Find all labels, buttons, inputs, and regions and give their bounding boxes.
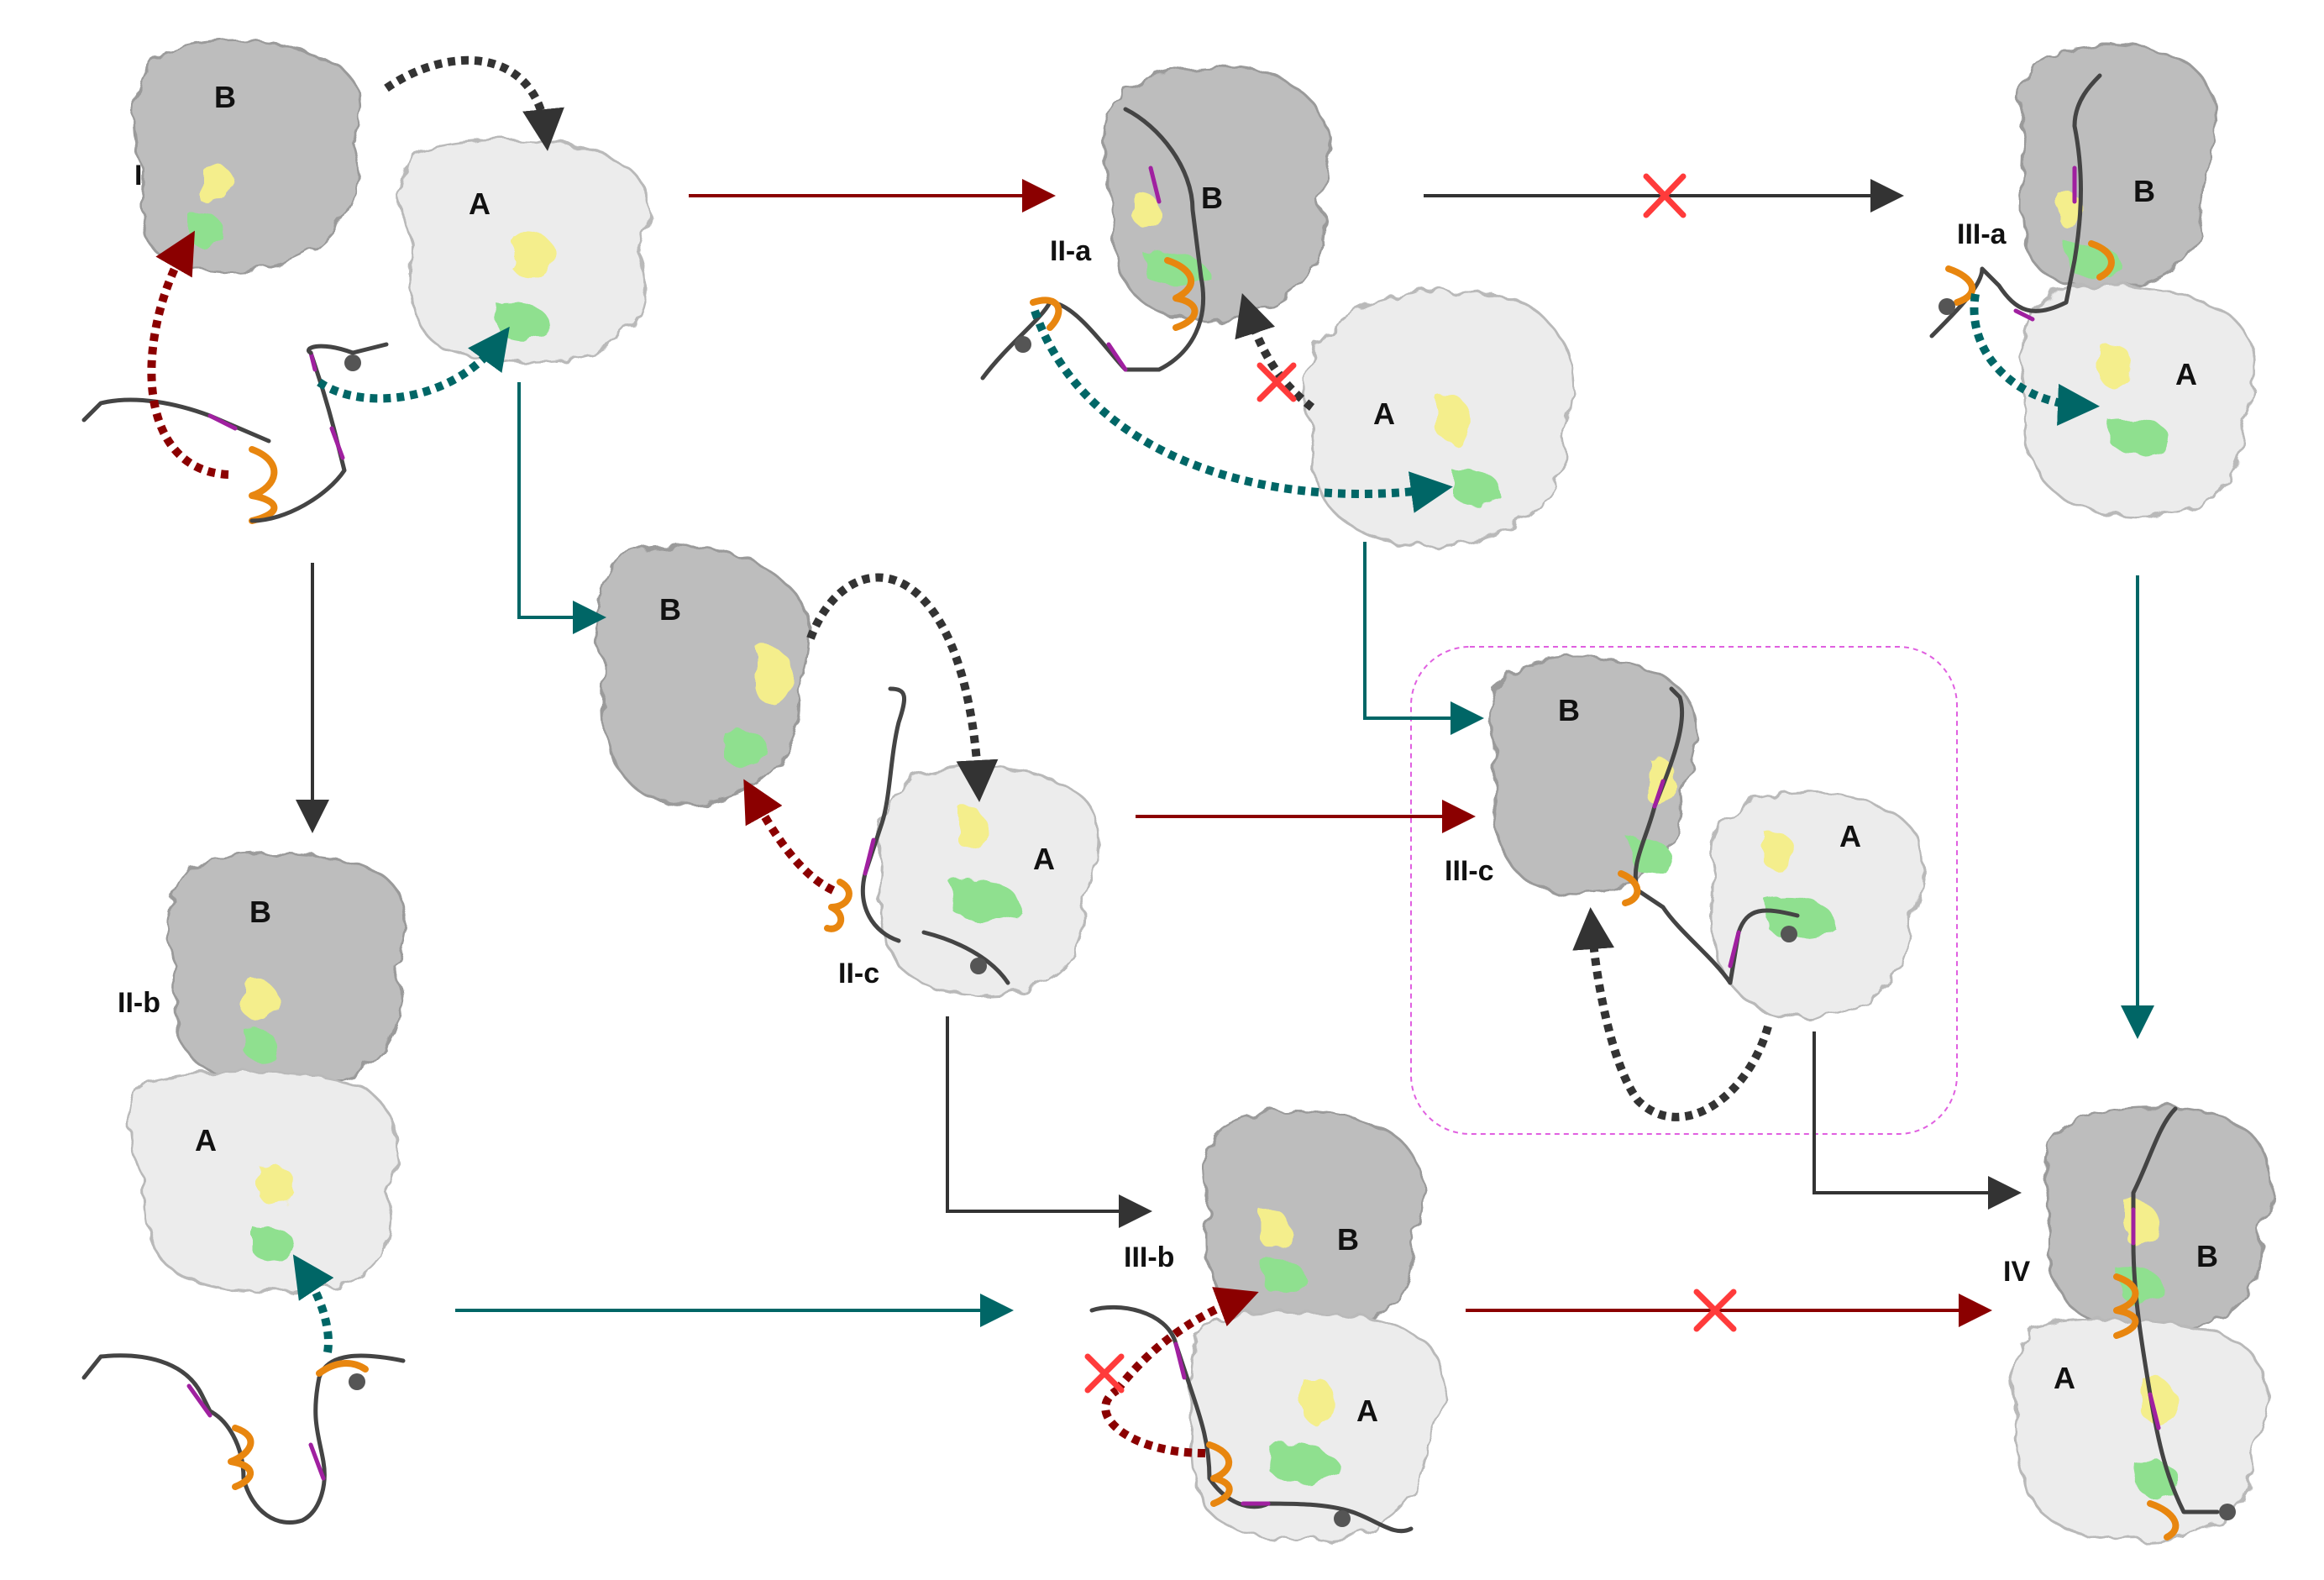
dotted-arrow-I-tail-to-A <box>317 326 510 403</box>
highlight-box <box>1410 646 1958 1135</box>
dotted-arrow-IIIb-loop <box>1101 1386 1206 1457</box>
subunit-label-A: A <box>1033 842 1055 876</box>
dotted-arrow-I-helix-to-B <box>147 230 229 479</box>
subunit-label-B: B <box>1558 693 1580 727</box>
dotted-arrow-IIIc-A-to-B <box>1572 907 1772 1121</box>
subunit-label-A: A <box>1373 396 1395 431</box>
subunit-label-A: A <box>1839 819 1861 853</box>
dotted-arrow-IIc-helix-to-B <box>743 779 836 895</box>
stage-I-peptide-chain <box>81 342 389 524</box>
stage-label-IIc: II-c <box>838 958 879 989</box>
dotted-arrow-IIb-tail-to-A <box>292 1254 334 1353</box>
blocked-x-icon <box>1643 173 1687 218</box>
stage-label-IIIc: III-c <box>1445 855 1494 887</box>
stage-I-subunit-A <box>398 138 650 364</box>
subunit-label-A: A <box>2054 1361 2075 1395</box>
dotted-arrow-IIIa-tail-to-A <box>1970 293 2100 426</box>
subunit-label-A: A <box>1356 1394 1378 1428</box>
stage-label-IIb: II-b <box>118 987 160 1019</box>
stage-I-subunit-B <box>132 39 363 274</box>
stage-IIIb-subunit-B <box>1203 1110 1424 1332</box>
stage-IIb-subunit-A <box>129 1070 399 1294</box>
dotted-arrow-IIc-B-to-A <box>806 573 999 802</box>
subunit-label-B: B <box>2196 1239 2218 1273</box>
blocked-x-icon <box>1256 362 1297 402</box>
stage-IV-subunit-A <box>2011 1317 2269 1542</box>
subunit-label-B: B <box>249 895 271 929</box>
subunit-label-B: B <box>1337 1222 1359 1257</box>
stage-label-I: I <box>134 160 142 192</box>
subunit-label-B: B <box>1201 181 1223 215</box>
stage-IIIa-subunit-B <box>2017 43 2218 291</box>
stage-IIIc-subunit-A <box>1708 790 1924 1021</box>
arrow-IIIc-to-IV <box>1813 1031 2022 1210</box>
arrow-IIa-to-IIIc <box>1363 542 1484 735</box>
stage-label-IIIa: III-a <box>1957 218 2007 250</box>
stage-IIIb-peptide-chain <box>1089 1304 1414 1534</box>
stage-IIIc-peptide-chain <box>1618 686 1800 985</box>
subunit-label-B: B <box>2133 174 2155 208</box>
stage-IIIa-subunit-A <box>2019 284 2256 517</box>
subunit-label-B: B <box>659 592 681 627</box>
arrow-IIc-to-IIIb <box>946 1016 1152 1228</box>
stage-IIIb-subunit-A <box>1188 1309 1445 1542</box>
stage-label-IIIb: III-b <box>1124 1241 1174 1273</box>
stage-IIc-peptide-chain <box>824 686 1010 985</box>
dotted-arrow-IIa-tail-to-A <box>1031 309 1453 513</box>
stage-IIc-subunit-B <box>595 544 811 805</box>
blocked-x-icon <box>1693 1289 1737 1332</box>
stage-label-IV: IV <box>2003 1256 2030 1288</box>
stage-IV-peptide-chain <box>2113 1106 2236 1541</box>
blocked-x-icon <box>1084 1353 1125 1394</box>
subunit-label-A: A <box>2175 357 2197 391</box>
dotted-arrow-IIa-blocked <box>1235 292 1315 411</box>
subunit-label-A: A <box>195 1123 217 1157</box>
arrow-I-to-IIc <box>517 382 606 634</box>
subunit-label-B: B <box>214 80 236 114</box>
stage-IIb-subunit-B <box>166 852 407 1086</box>
stage-IIc-subunit-A <box>877 765 1101 996</box>
stage-label-IIa: II-a <box>1050 235 1092 267</box>
stage-IIb-peptide-chain <box>81 1353 406 1525</box>
dotted-arrow-I-B-to-A <box>384 55 564 151</box>
stage-IIIa-peptide-chain <box>1929 73 2115 339</box>
subunit-label-A: A <box>469 186 491 221</box>
stage-IIa-subunit-A <box>1302 289 1575 548</box>
